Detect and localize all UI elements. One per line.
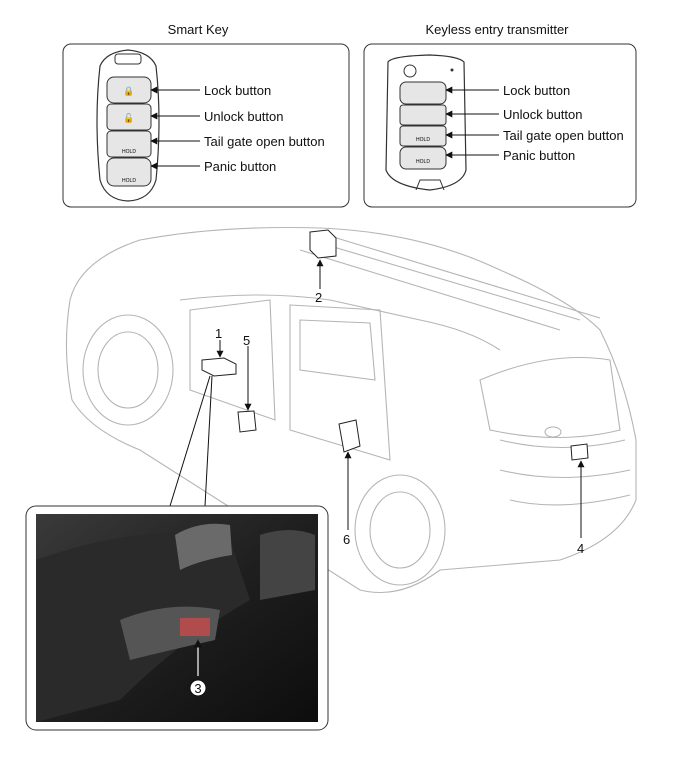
keyless-lock-label: Lock button — [503, 83, 570, 98]
part-5-box — [237, 410, 257, 433]
hold-text: HOLD — [416, 159, 430, 165]
smart-key-unlock-label: Unlock button — [204, 109, 284, 124]
keyless-panic-label: Panic button — [503, 148, 575, 163]
smart-key-tailgate-label: Tail gate open button — [204, 134, 325, 149]
smart-key-antenna-highlight — [180, 618, 210, 636]
callout-5: 5 — [243, 333, 250, 348]
callout-2: 2 — [315, 290, 322, 305]
hold-text: HOLD — [122, 178, 136, 184]
component-callouts: 1 2 5 6 4 — [169, 229, 589, 556]
smart-key-title: Smart Key — [168, 22, 229, 37]
hold-text: HOLD — [122, 149, 136, 155]
keyless-tailgate-label: Tail gate open button — [503, 128, 624, 143]
door-trim-photo-inset: 3 — [25, 505, 329, 731]
part-1-box — [201, 357, 237, 377]
smart-key-fob-illustration: 🔒 🔓 HOLD HOLD — [96, 49, 160, 202]
part-4-box — [570, 443, 589, 461]
callout-1: 1 — [215, 326, 222, 341]
svg-text:🔒: 🔒 — [123, 86, 134, 96]
keyless-fob-illustration: HOLD HOLD — [385, 54, 467, 191]
svg-text:🔓: 🔓 — [123, 112, 134, 123]
smart-key-panic-label: Panic button — [204, 159, 276, 174]
smart-key-lock-label: Lock button — [204, 83, 271, 98]
part-6-box — [338, 419, 361, 453]
callout-4: 4 — [577, 541, 584, 556]
suv-line-drawing — [65, 226, 637, 593]
callout-3: 3 — [194, 681, 201, 696]
keyless-title: Keyless entry transmitter — [425, 22, 569, 37]
part-2-box — [309, 229, 337, 259]
smart-key-panel: Smart Key 🔒 🔓 HOLD HOLD Lock button Unlo… — [62, 22, 350, 208]
keyless-entry-panel: Keyless entry transmitter HOLD HOLD Lock… — [363, 22, 637, 208]
keyless-unlock-label: Unlock button — [503, 107, 583, 122]
callout-6: 6 — [343, 532, 350, 547]
hold-text: HOLD — [416, 137, 430, 143]
